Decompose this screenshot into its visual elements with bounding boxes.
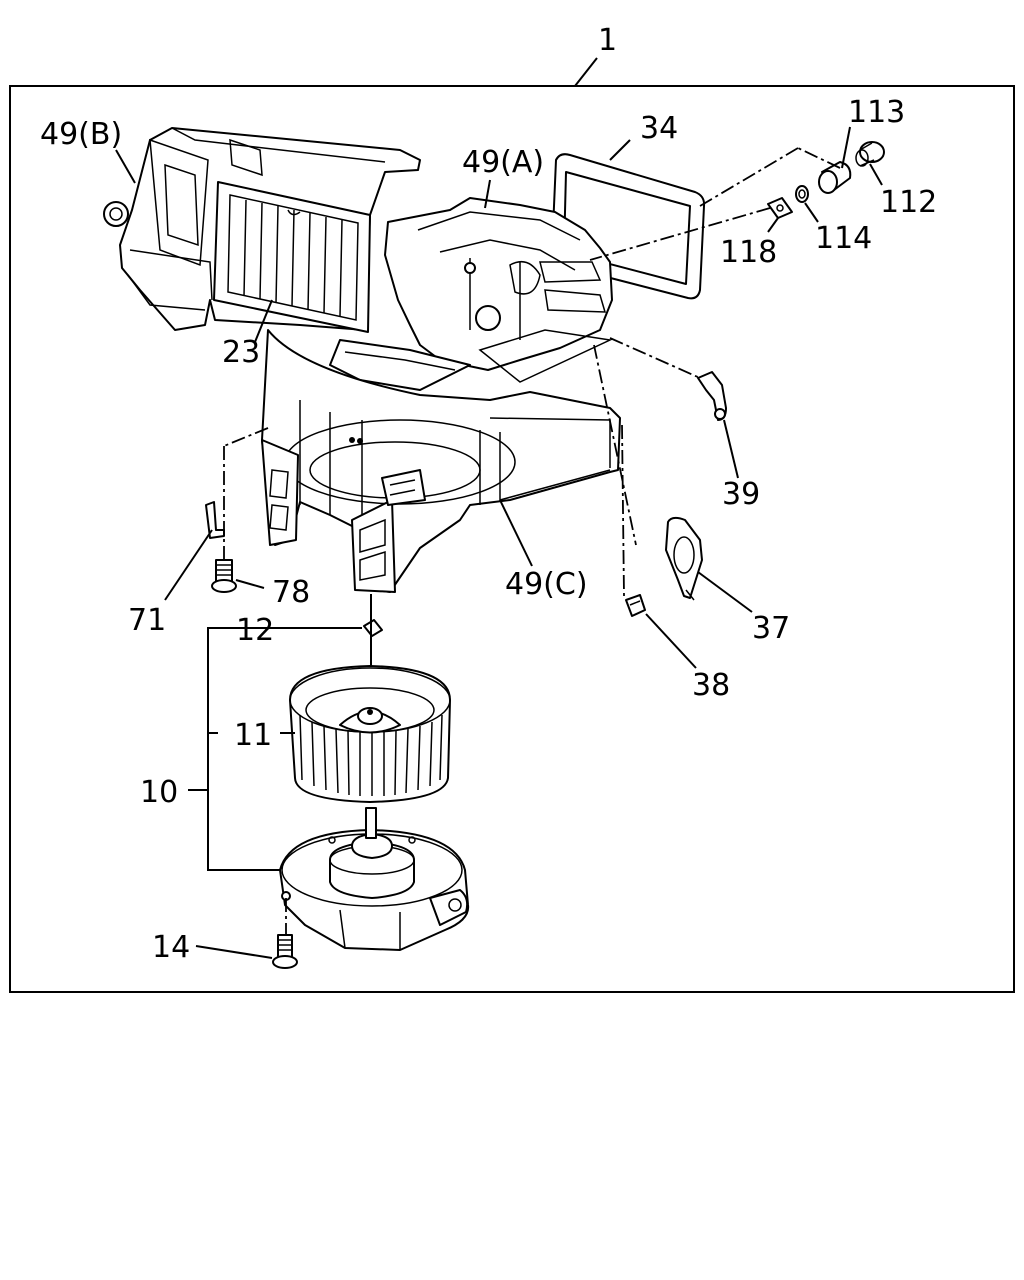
leader-37 (697, 571, 753, 613)
leader-71 (164, 529, 213, 601)
label-49a: 49(A) (462, 145, 544, 180)
assembly-frame (9, 85, 1015, 993)
label-12: 12 (236, 613, 274, 648)
label-39: 39 (722, 477, 760, 512)
leader-1 (574, 57, 598, 87)
label-11: 11 (234, 718, 272, 753)
screw-14 (272, 934, 298, 969)
part-39 (697, 371, 727, 421)
leader-114 (804, 202, 819, 223)
label-114: 114 (815, 221, 872, 256)
filter-23 (213, 181, 371, 333)
leader-34 (609, 139, 631, 161)
label-34: 34 (640, 111, 678, 146)
dashed-line-112-gasket (797, 147, 841, 169)
leader-39 (723, 419, 739, 479)
leader-49b (115, 149, 136, 184)
leader-38 (645, 613, 697, 669)
dashed-line-71 (223, 427, 269, 447)
part-71 (205, 501, 225, 539)
dashed-line-118 (589, 207, 771, 261)
label-38: 38 (692, 668, 730, 703)
label-78: 78 (272, 575, 310, 610)
part-114 (795, 185, 809, 203)
fan-wheel-11 (289, 665, 451, 803)
part-37 (665, 516, 703, 601)
label-49c: 49(C) (505, 567, 588, 602)
part-118 (767, 197, 793, 219)
case-49a (329, 197, 613, 391)
label-118: 118 (720, 235, 777, 270)
dashed-line-38 (621, 424, 625, 597)
label-1: 1 (598, 23, 617, 58)
part-113 (818, 161, 852, 194)
label-113: 113 (848, 95, 905, 130)
leader-49a (484, 179, 491, 209)
dashed-line-37 (593, 344, 637, 546)
motor-10 (279, 807, 470, 951)
leader-14 (195, 945, 273, 959)
dashed-line-gasket-case (699, 147, 799, 207)
label-37: 37 (752, 611, 790, 646)
leader-113 (841, 126, 851, 169)
leader-23 (254, 299, 273, 343)
bracket-10 (207, 627, 280, 871)
leader-78 (235, 579, 265, 589)
label-23: 23 (222, 335, 260, 370)
dashed-line-39 (609, 337, 701, 379)
label-71: 71 (128, 603, 166, 638)
label-49b: 49(B) (40, 117, 122, 152)
clip-12 (363, 619, 383, 637)
leader-49c (499, 499, 533, 567)
leader-112 (869, 163, 883, 186)
label-112: 112 (880, 185, 937, 220)
part-112 (855, 141, 885, 167)
label-14: 14 (152, 930, 190, 965)
label-10: 10 (140, 775, 178, 810)
screw-78 (211, 559, 237, 593)
leader-118 (767, 217, 779, 233)
part-38 (625, 594, 646, 617)
